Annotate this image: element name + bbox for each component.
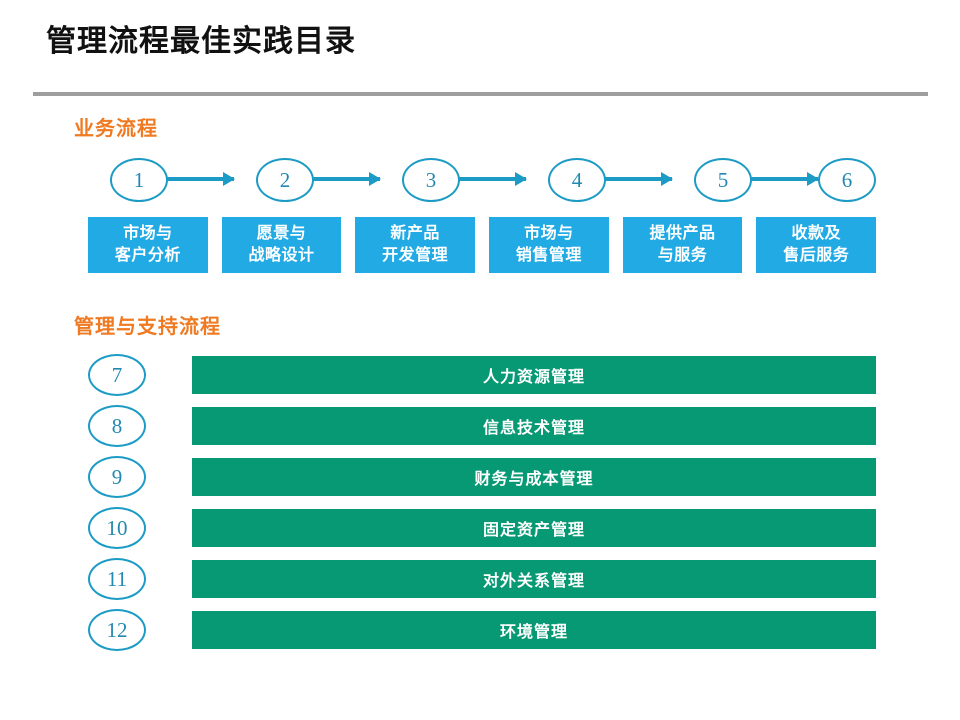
support-bar-10[interactable]: 固定资产管理 <box>192 509 876 547</box>
flow-box-5-line2: 与服务 <box>657 247 708 264</box>
flow-box-4-line1: 市场与 <box>524 225 574 242</box>
support-node-12[interactable]: 12 <box>88 609 146 651</box>
page-title: 管理流程最佳实践目录 <box>46 25 356 58</box>
flow-box-4[interactable]: 市场与 销售管理 <box>489 217 609 273</box>
support-row: 12 环境管理 <box>88 607 876 658</box>
section-heading-business-process: 业务流程 <box>74 118 158 140</box>
flow-arrow-3-4 <box>438 172 527 186</box>
flow-arrow-4-5 <box>584 172 673 186</box>
support-row: 8 信息技术管理 <box>88 403 876 454</box>
support-row: 11 对外关系管理 <box>88 556 876 607</box>
support-node-7[interactable]: 7 <box>88 354 146 396</box>
flow-node-6[interactable]: 6 <box>818 158 876 202</box>
flow-box-2-line2: 战略设计 <box>248 247 315 264</box>
flow-box-1[interactable]: 市场与 客户分析 <box>88 217 208 273</box>
support-row: 10 固定资产管理 <box>88 505 876 556</box>
flow-arrow-5-6 <box>730 172 819 186</box>
flow-node-3[interactable]: 3 <box>402 158 460 202</box>
business-flow-chain: 1 2 3 4 5 6 <box>88 158 878 204</box>
flow-box-6-line2: 售后服务 <box>783 247 850 264</box>
flow-arrow-2-3 <box>292 172 381 186</box>
support-row: 7 人力资源管理 <box>88 352 876 403</box>
flow-box-3[interactable]: 新产品 开发管理 <box>355 217 476 273</box>
flow-node-5[interactable]: 5 <box>694 158 752 202</box>
support-node-11[interactable]: 11 <box>88 558 146 600</box>
flow-box-2-line1: 愿景与 <box>256 225 307 242</box>
flow-box-1-line2: 客户分析 <box>114 247 181 264</box>
flow-box-4-line2: 销售管理 <box>515 247 582 264</box>
flow-box-3-line1: 新产品 <box>390 225 440 242</box>
support-node-9[interactable]: 9 <box>88 456 146 498</box>
flow-box-5-line1: 提供产品 <box>649 225 716 242</box>
support-bar-12[interactable]: 环境管理 <box>192 611 876 649</box>
support-bar-7[interactable]: 人力资源管理 <box>192 356 876 394</box>
flow-box-2[interactable]: 愿景与 战略设计 <box>221 217 342 273</box>
support-node-10[interactable]: 10 <box>88 507 146 549</box>
flow-box-1-line1: 市场与 <box>123 225 173 242</box>
flow-box-3-line2: 开发管理 <box>382 247 449 264</box>
flow-arrow-1-2 <box>146 172 235 186</box>
flow-box-6-line1: 收款及 <box>791 225 841 242</box>
business-flow-boxes: 市场与 客户分析 愿景与 战略设计 新产品 开发管理 市场与 销售管理 提供产品… <box>88 217 877 273</box>
support-process-list: 7 人力资源管理 8 信息技术管理 9 财务与成本管理 10 固定资产管理 11… <box>88 352 876 658</box>
support-bar-11[interactable]: 对外关系管理 <box>192 560 876 598</box>
support-bar-9[interactable]: 财务与成本管理 <box>192 458 876 496</box>
title-divider <box>33 92 928 96</box>
flow-box-5[interactable]: 提供产品 与服务 <box>622 217 743 273</box>
flow-node-2[interactable]: 2 <box>256 158 314 202</box>
flow-node-4[interactable]: 4 <box>548 158 606 202</box>
flow-box-6[interactable]: 收款及 售后服务 <box>756 217 877 273</box>
section-heading-support-process: 管理与支持流程 <box>74 316 221 338</box>
support-node-8[interactable]: 8 <box>88 405 146 447</box>
support-bar-8[interactable]: 信息技术管理 <box>192 407 876 445</box>
flow-node-1[interactable]: 1 <box>110 158 168 202</box>
support-row: 9 财务与成本管理 <box>88 454 876 505</box>
